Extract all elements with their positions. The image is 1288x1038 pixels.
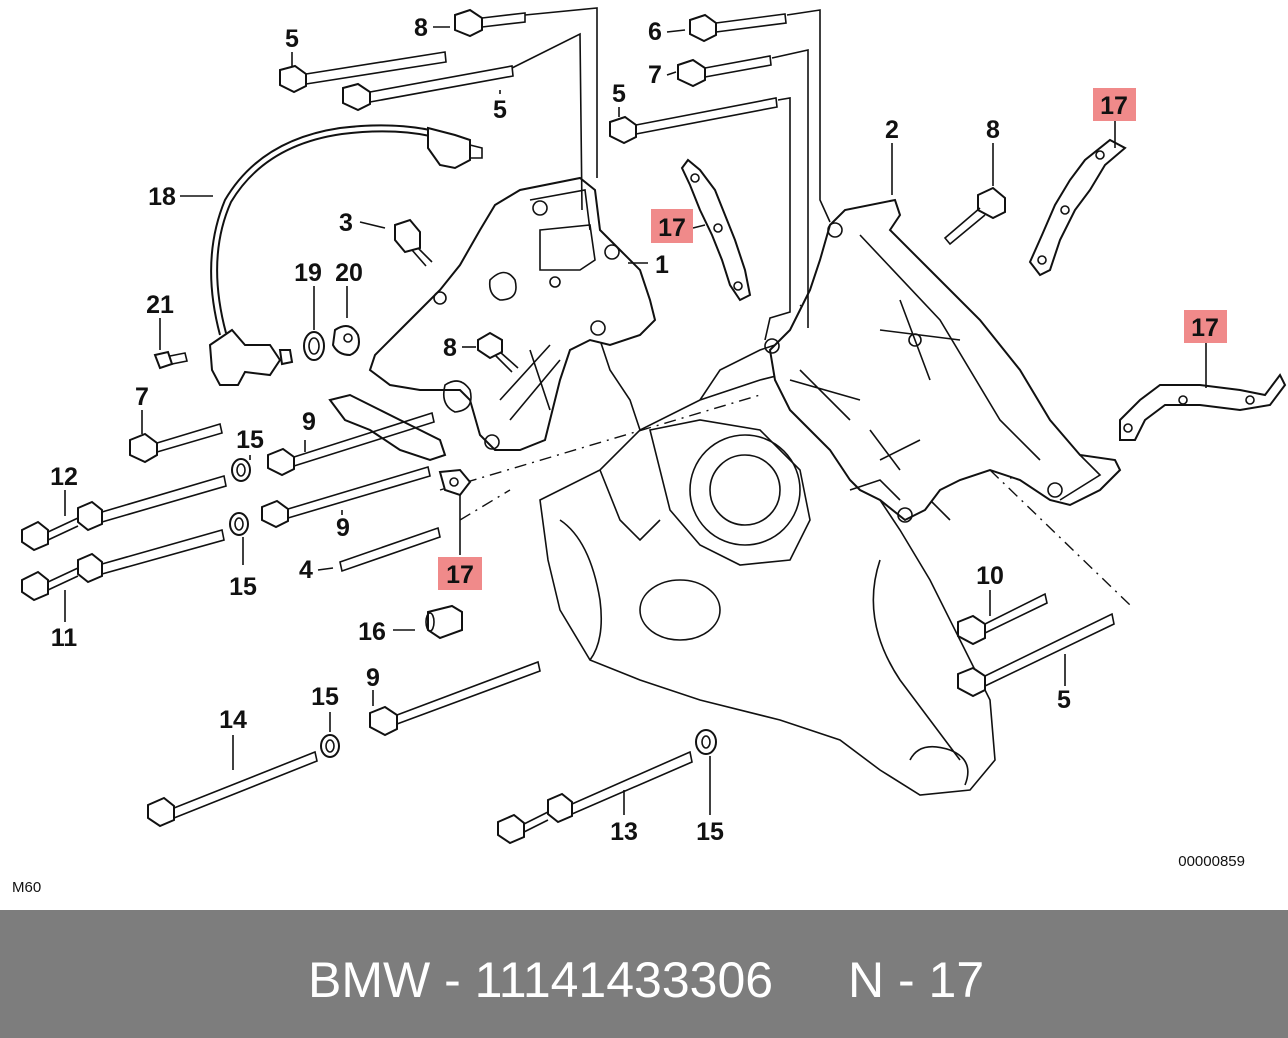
highlight-box-17-right	[1184, 310, 1227, 343]
callout-15-lower-right: 15	[696, 818, 724, 846]
exploded-parts-diagram: 5 8 6 7 5 5 18 3 1 2 8 19 20 21 8 7 9 15…	[12, 7, 1287, 896]
upper-timing-cover	[368, 176, 657, 451]
lower-timing-cover	[764, 198, 1122, 523]
callout-16: 16	[358, 618, 386, 646]
callout-labels: 5 8 6 7 5 5 18 3 1 2 8 19 20 21 8 7 9 15…	[50, 14, 1071, 846]
callout-15-middle: 15	[229, 573, 257, 601]
callout-21: 21	[146, 291, 174, 319]
highlight-box-17-top-right	[1093, 88, 1136, 121]
part-info-banner	[0, 910, 1288, 1038]
callout-8-right: 8	[986, 116, 1000, 144]
callout-9-lower: 9	[366, 664, 380, 692]
highlighted-callouts: 17 17 17 17	[438, 88, 1227, 590]
callout-19: 19	[294, 259, 322, 287]
callout-17-lower: 17	[446, 561, 474, 589]
callout-5-center: 5	[612, 80, 626, 108]
callout-15-low-left: 15	[311, 683, 339, 711]
callout-8-top: 8	[414, 14, 428, 42]
callout-7-top: 7	[648, 61, 662, 89]
callout-9-upper: 9	[302, 408, 316, 436]
sensor-assembly	[153, 124, 483, 386]
drawing-number: 00000859	[1178, 853, 1245, 870]
part-number-label: BMW - 11141433306	[308, 952, 774, 1008]
callout-11: 11	[51, 624, 78, 652]
callout-5-lower-right: 5	[1057, 686, 1071, 714]
callout-7-left: 7	[135, 383, 149, 411]
callout-18: 18	[148, 183, 176, 211]
callout-14: 14	[219, 706, 247, 734]
callout-3: 3	[339, 209, 353, 237]
callout-17-right: 17	[1191, 314, 1219, 342]
diagram-canvas: 5 8 6 7 5 5 18 3 1 2 8 19 20 21 8 7 9 15…	[12, 7, 1287, 896]
callout-2: 2	[885, 116, 899, 144]
callout-17-top-right: 17	[1100, 92, 1128, 120]
callout-8-middle: 8	[443, 334, 457, 362]
callout-20: 20	[335, 259, 363, 287]
highlight-box-17-lower	[438, 557, 482, 590]
bolts	[21, 8, 1115, 845]
callout-15-upper: 15	[236, 426, 264, 454]
leader-lines	[64, 7, 1207, 815]
callout-10: 10	[976, 562, 1004, 590]
callout-4: 4	[299, 556, 313, 584]
model-label: M60	[12, 879, 41, 896]
callout-1: 1	[655, 251, 669, 279]
highlight-box-17-center	[651, 209, 693, 243]
callout-12: 12	[50, 463, 78, 491]
callout-5-top-left: 5	[285, 25, 299, 53]
callout-6: 6	[648, 18, 662, 46]
position-label: N - 17	[848, 952, 985, 1008]
callout-13: 13	[610, 818, 638, 846]
callout-17-center: 17	[658, 214, 686, 242]
callout-5-second: 5	[493, 96, 507, 124]
callout-9-middle: 9	[336, 514, 350, 542]
